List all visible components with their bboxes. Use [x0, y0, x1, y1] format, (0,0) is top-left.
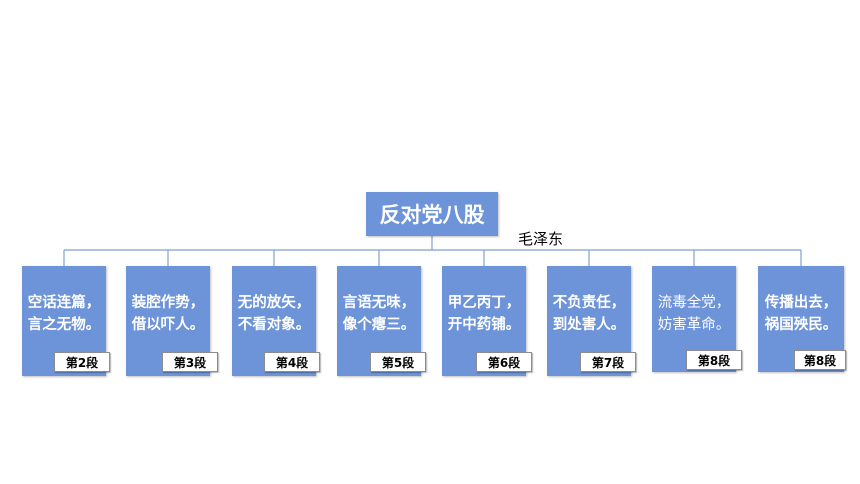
child-text-6: 不负责任， 到处害人。	[552, 295, 626, 333]
child-tag-4: 第5段	[370, 352, 426, 372]
child-text-3: 无的放矢， 不看对象。	[237, 295, 311, 333]
child-text-8: 传播出去， 祸国殃民。	[764, 295, 838, 333]
child-text-7: 流毒全党， 妨害革命。	[657, 295, 731, 333]
root-title: 反对党八股	[379, 203, 485, 227]
child-tag-2: 第3段	[162, 352, 218, 372]
child-tag-5: 第6段	[476, 352, 532, 372]
child-text-4: 言语无味， 像个瘪三。	[342, 295, 416, 333]
root-node: 反对党八股	[366, 192, 498, 236]
child-text-1: 空话连篇， 言之无物。	[27, 295, 101, 333]
child-tag-3: 第4段	[264, 352, 320, 372]
child-tag-1: 第2段	[54, 352, 110, 372]
author-label: 毛泽东	[518, 230, 564, 248]
child-tag-7: 第8段	[686, 350, 742, 370]
child-text-2: 装腔作势， 借以吓人。	[131, 295, 205, 333]
child-tag-8: 第8段	[794, 350, 846, 370]
child-text-5: 甲乙丙丁， 开中药铺。	[447, 295, 521, 333]
child-tag-6: 第7段	[580, 352, 636, 372]
